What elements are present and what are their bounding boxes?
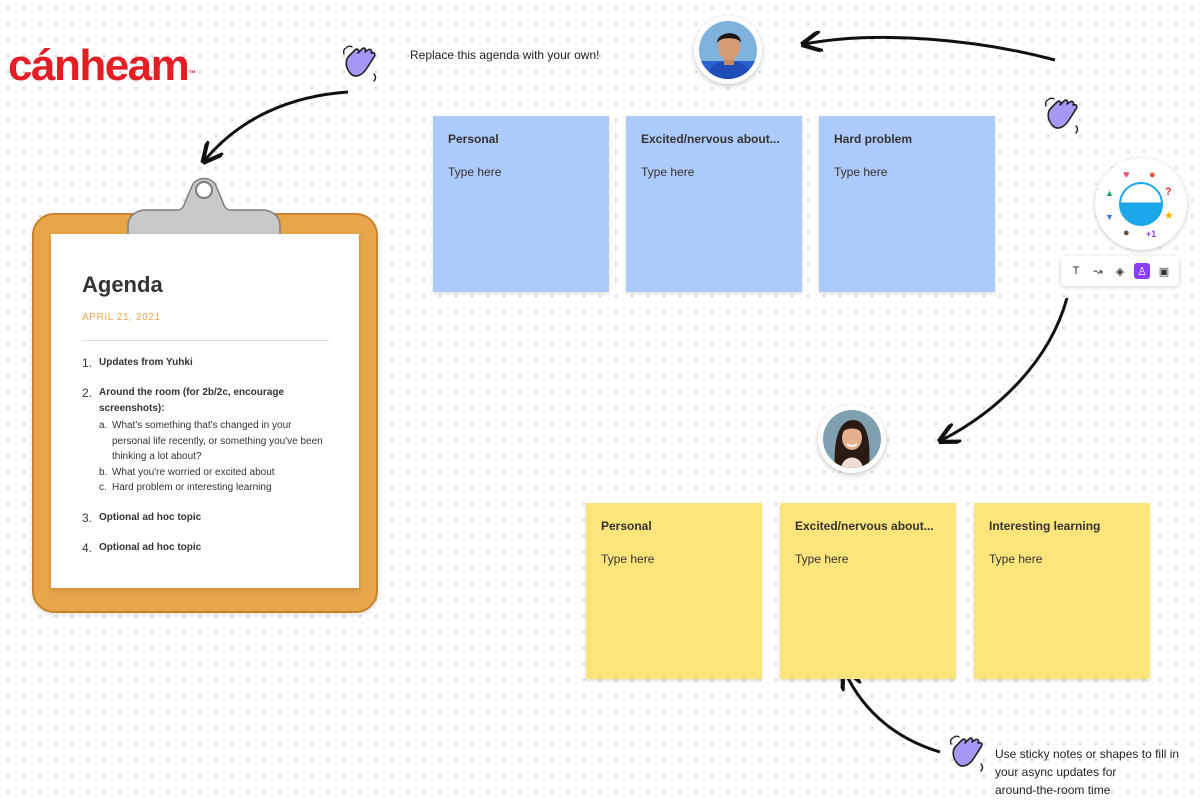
thumbs-up-icon[interactable]: ▲	[1105, 188, 1114, 198]
agenda-item-number: 1.	[82, 356, 93, 370]
sticky-body[interactable]: Type here	[641, 165, 695, 179]
agenda-subitem-letter: c.	[99, 482, 107, 493]
agenda-item: 3. Optional ad hoc topic	[82, 510, 329, 526]
sticky-hint-line: Use sticky notes or shapes to fill in	[995, 747, 1180, 761]
agenda-item: 2. Around the room (for 2b/2c, encourage…	[82, 385, 329, 496]
sticky-hint-line: around-the-room time	[995, 783, 1111, 797]
stamp-tool-icon[interactable]: ♙	[1134, 263, 1150, 279]
agenda-item-text: Optional ad hoc topic	[99, 541, 202, 553]
arrow	[845, 672, 941, 754]
emote-cursor-icon[interactable]	[1119, 182, 1163, 226]
avatar-woman[interactable]	[818, 405, 886, 473]
tomato-icon[interactable]: ●	[1149, 169, 1156, 181]
canheam-logo: cánheam™	[8, 40, 196, 92]
thumbs-down-icon[interactable]: ▼	[1105, 212, 1114, 222]
agenda-paper[interactable]: Agenda APRIL 21, 2021 1. Updates from Yu…	[51, 234, 359, 588]
agenda-subitem-text: Hard problem or interesting learning	[112, 482, 272, 493]
arrow	[205, 90, 349, 160]
quick-create-toolbar: T ↝ ◈ ♙ ▣	[1061, 256, 1179, 286]
arrow	[805, 37, 1056, 62]
agenda-item-text: Optional ad hoc topic	[99, 511, 202, 523]
sticky-title: Excited/nervous about...	[795, 519, 934, 533]
sticky-body[interactable]: Type here	[795, 552, 849, 566]
agenda-subitem-text: What's something that's changed in your …	[112, 420, 323, 462]
question-icon[interactable]: ?	[1165, 186, 1172, 198]
agenda-subitem-letter: a.	[99, 420, 108, 431]
agenda-item-text: Updates from Yuhki	[99, 357, 193, 368]
sticky-note-blue[interactable]: Excited/nervous about... Type here	[626, 116, 802, 292]
arrow	[942, 297, 1069, 440]
clipboard-clip-icon	[127, 177, 281, 243]
sticky-note-yellow[interactable]: Excited/nervous about... Type here	[780, 503, 956, 679]
agenda-date: APRIL 21, 2021	[82, 312, 161, 323]
sticky-body[interactable]: Type here	[448, 165, 502, 179]
agenda-item-number: 4.	[82, 540, 93, 555]
waving-hand-icon	[1044, 97, 1079, 134]
sticky-body[interactable]: Type here	[601, 552, 655, 566]
agenda-subitem: a. What's something that's changed in yo…	[99, 418, 329, 465]
sticky-title: Excited/nervous about...	[641, 132, 780, 146]
avatar-man-image	[699, 21, 757, 79]
sticky-hint-line: your async updates for	[995, 765, 1117, 779]
sticky-note-blue[interactable]: Hard problem Type here	[819, 116, 995, 292]
star-icon[interactable]: ★	[1164, 210, 1174, 222]
agenda-item-number: 3.	[82, 510, 93, 525]
agenda-subitem: c. Hard problem or interesting learning	[99, 480, 329, 496]
avatar-woman-image	[823, 410, 881, 468]
agenda-item-text: Around the room (for 2b/2c, encourage sc…	[99, 387, 285, 414]
sticky-body[interactable]: Type here	[989, 552, 1043, 566]
face-icon[interactable]: ●	[1123, 227, 1130, 239]
agenda-subitem: b. What you're worried or excited about	[99, 465, 329, 481]
agenda-item-number: 2.	[82, 386, 93, 400]
logo-text: cánheam	[8, 41, 190, 90]
connector-tool-icon[interactable]: ↝	[1093, 265, 1103, 278]
sticky-note-yellow[interactable]: Interesting learning Type here	[974, 503, 1150, 679]
agenda-title: Agenda	[82, 272, 163, 297]
agenda-subitem-text: What you're worried or excited about	[112, 466, 275, 478]
reaction-wheel[interactable]: ♥ ● ? ★ +1 ● ▼ ▲	[1095, 158, 1187, 250]
heart-icon[interactable]: ♥	[1123, 169, 1130, 181]
text-tool-icon[interactable]: T	[1072, 265, 1080, 277]
agenda-hint-text: Replace this agenda with your own!	[410, 48, 600, 62]
waving-hand-icon	[949, 735, 984, 772]
component-tool-icon[interactable]: ◈	[1115, 265, 1125, 278]
avatar-man[interactable]	[694, 16, 762, 84]
sticky-title: Personal	[601, 519, 652, 533]
sticky-title: Hard problem	[834, 132, 913, 146]
waving-hand-icon	[342, 45, 377, 82]
agenda-item: 4. Optional ad hoc topic	[82, 540, 329, 556]
sticky-body[interactable]: Type here	[834, 165, 888, 179]
sticky-title: Interesting learning	[989, 519, 1101, 533]
plus-one-icon[interactable]: +1	[1146, 229, 1157, 239]
sticky-hint-text: Use sticky notes or shapes to fill in yo…	[995, 745, 1200, 799]
sticky-note-blue[interactable]: Personal Type here	[433, 116, 609, 292]
agenda-list: 1. Updates from Yuhki 2. Around the room…	[82, 355, 329, 556]
sticky-title: Personal	[448, 132, 499, 146]
agenda-subitem-letter: b.	[99, 466, 108, 478]
image-tool-icon[interactable]: ▣	[1158, 265, 1170, 278]
agenda-item: 1. Updates from Yuhki	[82, 355, 329, 371]
agenda-divider	[82, 340, 329, 341]
agenda-sublist: a. What's something that's changed in yo…	[99, 418, 329, 496]
sticky-note-yellow[interactable]: Personal Type here	[586, 503, 762, 679]
logo-trademark: ™	[188, 69, 197, 78]
